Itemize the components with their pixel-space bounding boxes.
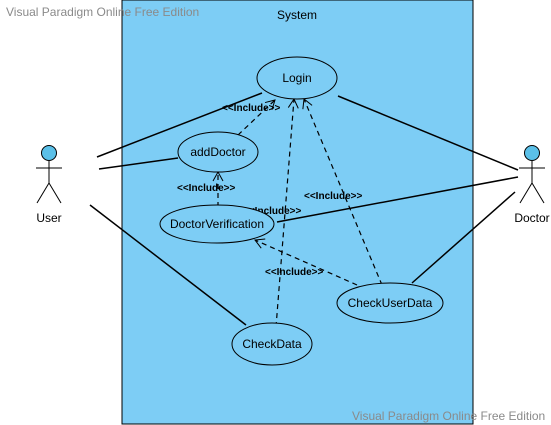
stereotype-add-doctor-login: <<Include>> [222,103,281,114]
stereotype-labels: <<Include>> <<Include>> <<Include>> <<In… [177,103,363,278]
use-case-login-shape[interactable] [256,56,338,100]
actor-user-head[interactable] [41,145,57,161]
actor-user[interactable] [36,145,62,204]
actor-doctor-head[interactable] [524,145,540,161]
use-case-doctor-verification-shape[interactable] [159,204,275,244]
association-doctor-check-user-data[interactable] [411,191,516,284]
actor-doctor-label: Doctor [514,211,549,225]
use-case-check-data-label: CheckData [242,337,302,351]
stereotype-check-user-data-login: <<Include>> [304,191,363,202]
association-user-login[interactable] [96,92,263,158]
watermark-bottom: Visual Paradigm Online Free Edition [352,409,545,423]
use-case-check-user-data-shape[interactable] [336,282,444,324]
use-case-add-doctor-label: addDoctor [190,145,245,159]
include-check-user-data-verification[interactable] [254,238,358,286]
association-doctor-login[interactable] [337,95,519,171]
use-case-add-doctor-shape[interactable] [177,131,259,173]
association-user-check-data[interactable] [89,204,247,326]
system-label: System [277,8,317,22]
use-case-check-data[interactable]: CheckData [231,322,313,366]
use-case-doctor-verification-label: DoctorVerification [170,217,264,231]
actor-doctor[interactable] [519,145,545,204]
use-case-check-user-data-label: CheckUserData [348,296,433,310]
associations [89,92,519,326]
actor-user-label: User [36,211,61,225]
use-case-doctor-verification[interactable]: DoctorVerification [159,204,275,244]
stereotype-verification-center: <<Include>> [243,206,302,217]
include-check-data-login[interactable] [275,97,299,328]
use-case-check-data-shape[interactable] [231,322,313,366]
use-case-login-label: Login [282,71,311,85]
association-user-add-doctor[interactable] [98,157,179,170]
use-case-check-user-data[interactable]: CheckUserData [336,282,444,324]
stereotype-check-user-data-verification: <<Include>> [265,267,324,278]
use-case-login[interactable]: Login [256,56,338,100]
association-doctor-verification[interactable] [276,176,519,223]
watermark-top: Visual Paradigm Online Free Edition [6,5,199,19]
stereotype-verification-add-doctor: <<Include>> [177,183,236,194]
include-check-user-data-login[interactable] [302,98,383,286]
use-case-add-doctor[interactable]: addDoctor [177,131,259,173]
include-dependencies [212,97,383,328]
